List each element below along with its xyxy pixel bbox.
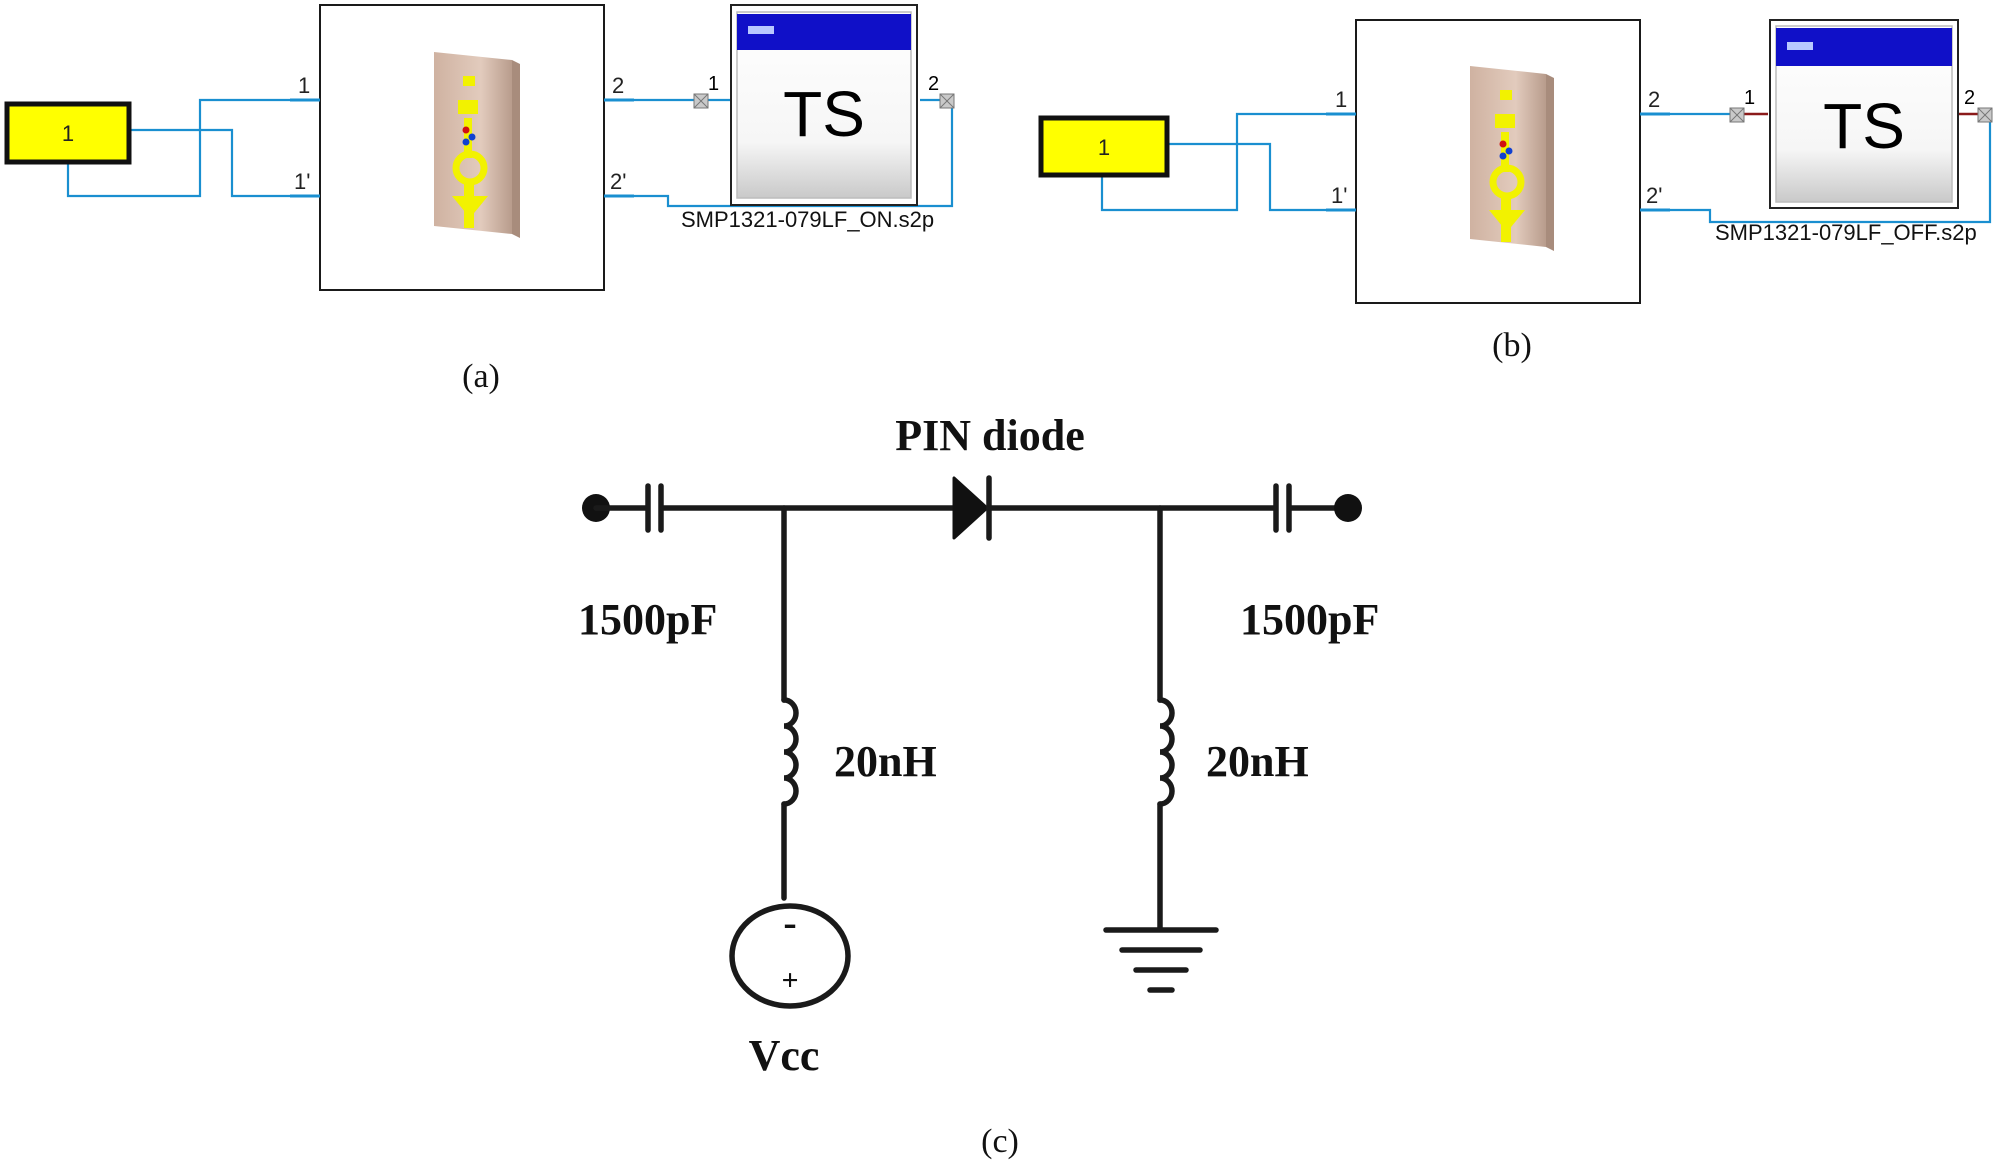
ts-file-name-b: SMP1321-079LF_OFF.s2p	[1715, 220, 1977, 245]
pcb-thumbnail-b	[1470, 66, 1554, 251]
wire-port-to-pin1	[129, 98, 322, 132]
capacitor-left	[645, 483, 664, 533]
pcb-thumbnail-a	[434, 52, 520, 238]
panel-a: 1 1 1' 2 2' TS	[4, 4, 955, 395]
port-source-label-b: 1	[1098, 135, 1110, 160]
em-pin-1-b: 1	[1335, 87, 1347, 112]
panel-b: 1 1 1' 2 2' TS	[1038, 19, 1993, 364]
vcc-label: Vcc	[749, 1031, 820, 1080]
port-source-a[interactable]	[4, 101, 132, 165]
ts-port-right-a: 2	[928, 73, 939, 95]
ts-text-a: TS	[783, 78, 865, 150]
cap-left-label: 1500pF	[578, 595, 717, 644]
source-plus: +	[781, 964, 798, 997]
wire-port-to-pin1-b	[1167, 112, 1354, 146]
vcc-source	[729, 903, 851, 1009]
panel-c: PIN diode 1500pF 1500pF 20nH - + Vcc	[578, 411, 1379, 1160]
wire-port-to-pin1p	[66, 128, 322, 198]
caption-a: (a)	[462, 358, 500, 395]
source-minus: -	[783, 900, 796, 945]
capacitor-right	[1273, 483, 1292, 533]
ts-port-left-a: 1	[708, 73, 719, 95]
em-pin-1p: 1'	[294, 169, 310, 194]
caption-c: (c)	[981, 1123, 1019, 1160]
ts-text-b: TS	[1823, 90, 1905, 162]
inductor-left	[781, 697, 799, 807]
em-pin-2p-b: 2'	[1646, 183, 1662, 208]
ts-port-left-b: 1	[1744, 87, 1755, 109]
wire-port-to-pin1p-b	[1100, 142, 1354, 212]
ind-right-label: 20nH	[1206, 737, 1309, 786]
caption-b: (b)	[1492, 327, 1532, 364]
em-pin-1p-b: 1'	[1331, 183, 1347, 208]
ts-port-right-b: 2	[1964, 87, 1975, 109]
port-source-b[interactable]	[1038, 115, 1170, 178]
cap-right-label: 1500pF	[1240, 595, 1379, 644]
wire-pin2p-return-b	[1642, 114, 1992, 224]
em-pin-2: 2	[612, 73, 624, 98]
pin-diode-label: PIN diode	[895, 411, 1084, 460]
inductor-right	[1157, 697, 1175, 807]
em-pin-1: 1	[298, 73, 310, 98]
em-pin-2-b: 2	[1648, 87, 1660, 112]
port-source-label: 1	[62, 121, 74, 146]
ground-symbol	[1103, 927, 1219, 993]
output-terminal	[1334, 494, 1362, 522]
em-pin-2p: 2'	[610, 169, 626, 194]
pin-diode	[952, 475, 992, 541]
ts-file-name-a: SMP1321-079LF_ON.s2p	[681, 207, 934, 232]
ind-left-label: 20nH	[834, 737, 937, 786]
